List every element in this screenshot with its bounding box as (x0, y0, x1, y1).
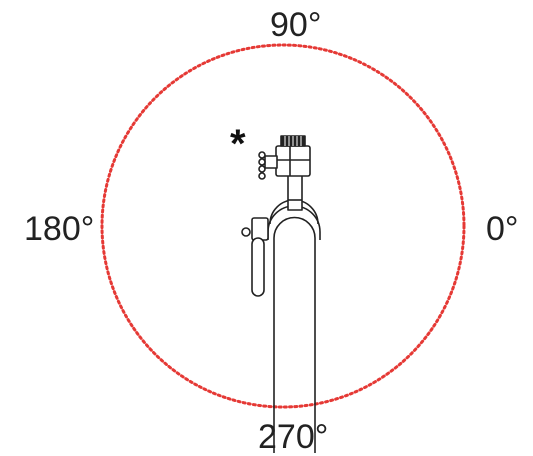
angle-label-90: 90° (270, 6, 322, 44)
mount-device-icon (241, 135, 321, 453)
angle-label-0: 0° (486, 210, 519, 248)
clamp-head (275, 145, 311, 177)
rotation-circle (100, 43, 466, 409)
thumb-screw (258, 151, 278, 180)
asterisk-marker: * (230, 122, 246, 166)
angle-label-180: 180° (24, 210, 95, 248)
side-handle (241, 217, 269, 297)
knurled-cap (280, 135, 306, 147)
angle-label-270: 270° (258, 418, 329, 456)
connector-neck (287, 173, 303, 211)
vertical-tube (273, 216, 316, 453)
